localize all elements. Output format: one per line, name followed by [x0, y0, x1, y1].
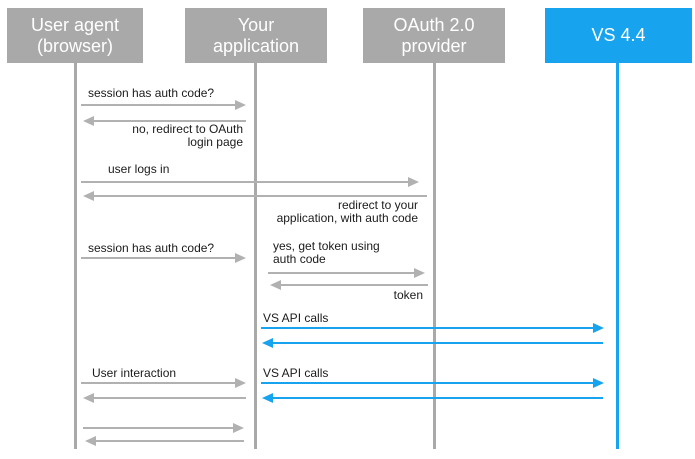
arrowhead-icon	[408, 177, 419, 187]
message-label: no, redirect to OAuth login page	[132, 122, 243, 149]
message-label: session has auth code?	[88, 86, 215, 100]
arrowhead-icon	[593, 378, 604, 388]
arrowhead-icon	[235, 378, 246, 388]
message-label: session has auth code?	[88, 241, 215, 255]
message-label: redirect to your application, with auth …	[276, 198, 418, 225]
message-arrow-line	[279, 284, 428, 286]
message-arrow-line	[81, 104, 237, 106]
arrowhead-icon	[235, 253, 246, 263]
lifeline-oauth-provider	[433, 63, 436, 449]
arrowhead-icon	[83, 116, 94, 126]
arrowhead-icon	[593, 323, 604, 333]
arrowhead-icon	[233, 423, 244, 433]
message-label: yes, get token using auth code	[273, 239, 380, 266]
message-label: VS API calls	[263, 366, 329, 380]
message-arrow-line	[81, 382, 237, 384]
arrowhead-icon	[262, 338, 273, 348]
arrowhead-icon	[270, 280, 281, 290]
actor-box-application: Your application	[185, 8, 327, 63]
message-arrow-line	[92, 195, 427, 197]
actor-box-oauth-provider: OAuth 2.0 provider	[363, 8, 505, 63]
lifeline-user-agent	[74, 63, 77, 449]
message-arrow-line	[271, 397, 603, 399]
message-arrow-line	[268, 272, 416, 274]
arrowhead-icon	[414, 268, 425, 278]
arrowhead-icon	[83, 191, 94, 201]
message-arrow-line	[92, 397, 246, 399]
message-arrow-line	[94, 440, 244, 442]
message-arrow-line	[81, 181, 410, 183]
message-arrow-line	[271, 342, 603, 344]
message-arrow-line	[261, 382, 595, 384]
arrowhead-icon	[262, 393, 273, 403]
arrowhead-icon	[235, 100, 246, 110]
lifeline-vs	[616, 63, 619, 449]
message-label: user logs in	[108, 162, 170, 176]
arrowhead-icon	[85, 436, 96, 446]
message-label: VS API calls	[263, 311, 329, 325]
message-label: token	[393, 288, 423, 302]
message-arrow-line	[83, 427, 235, 429]
arrowhead-icon	[83, 393, 94, 403]
message-arrow-line	[81, 257, 237, 259]
lifeline-application	[254, 63, 257, 449]
actor-box-vs: VS 4.4	[545, 8, 692, 63]
message-arrow-line	[261, 327, 595, 329]
actor-box-user-agent: User agent (browser)	[7, 8, 143, 63]
message-arrow-line	[92, 120, 246, 122]
message-label: User interaction	[92, 366, 177, 380]
